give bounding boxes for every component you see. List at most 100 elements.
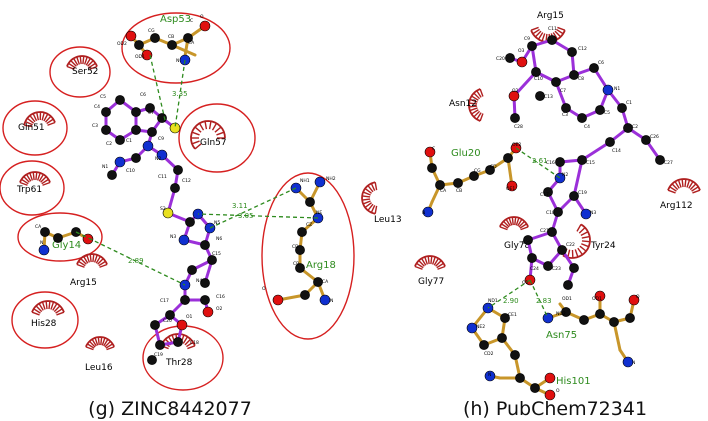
atom: [479, 340, 489, 350]
ligand-bond: [572, 158, 584, 198]
arc-spike: [43, 113, 49, 122]
arc-spike: [41, 112, 45, 121]
residue-label-his101: His101: [556, 376, 591, 387]
arc-spike: [41, 301, 46, 310]
arc-spike: [94, 337, 99, 346]
atom-label: CA: [322, 279, 329, 285]
residue-circle-gln57: [178, 103, 256, 173]
contact-arc-ser52: [66, 55, 98, 70]
atom-label: C5: [100, 94, 106, 100]
ligand-atom-c27: [655, 155, 665, 165]
arc-spike: [101, 337, 106, 346]
atom-label: CD: [292, 244, 299, 250]
atom-label: C5: [604, 110, 610, 116]
arc-spike: [29, 172, 34, 181]
distance-label: 2.83: [536, 297, 552, 305]
atom: [579, 315, 589, 325]
arc-spike: [541, 33, 546, 42]
arc-spike: [29, 115, 36, 123]
arc-spike: [79, 56, 82, 65]
atom-label: C2: [632, 124, 638, 130]
hydrogen-bond: [487, 279, 531, 309]
ligand-atom-c8: [569, 70, 579, 80]
ligand-atom-o3: [516, 56, 528, 68]
ligand-atom-c17: [543, 187, 553, 197]
ligand-atom-c2: [101, 107, 111, 117]
arc-spike: [532, 28, 540, 35]
atom-label: C15: [586, 160, 595, 166]
atom-label: CD2: [484, 351, 494, 357]
atom-label: CG: [148, 28, 155, 34]
arc-spike: [530, 26, 539, 31]
distance-label: 3.11: [232, 202, 248, 210]
atom-label: N6: [216, 236, 222, 242]
atom: [305, 197, 315, 207]
atom-label: C7: [148, 110, 154, 116]
arc-spike: [370, 183, 376, 192]
residue-circle-ser52: [49, 46, 111, 98]
ligand-atom-c15: [577, 155, 587, 165]
arc-spike: [89, 254, 92, 263]
arc-spike: [211, 122, 218, 131]
ligand-atom-c20: [165, 310, 175, 320]
residue-circle-trp61: [0, 160, 65, 216]
arc-spike: [367, 185, 374, 193]
ligand-atom-c4: [115, 135, 125, 145]
atom-label: C11: [548, 26, 557, 32]
ligand-atom-c28: [510, 113, 520, 123]
arc-spike: [21, 178, 29, 185]
atom-label: O2: [216, 306, 223, 312]
arc-spike: [95, 256, 102, 264]
arc-spike: [97, 258, 104, 265]
residue-label-gly78: Gly78: [504, 241, 531, 251]
ligand-atom-n1: [142, 140, 154, 152]
arc-spike: [671, 183, 679, 191]
residue-label-gly14: Gly14: [52, 240, 81, 251]
ligand-atom-c30: [563, 280, 573, 290]
arc-spike: [76, 56, 81, 65]
atom: [594, 290, 606, 302]
arc-spike: [505, 218, 511, 227]
ligand-atom-c22: [155, 340, 165, 350]
arc-spike: [691, 186, 699, 192]
ligand-atom-c5: [595, 105, 605, 115]
ligand-atom-n3: [156, 149, 168, 161]
arc-spike: [515, 217, 520, 226]
atom-label: NH1: [300, 178, 310, 184]
contact-arc-trp61: [19, 171, 51, 186]
atom-label: OD1: [592, 296, 602, 302]
arc-spike: [518, 220, 526, 228]
atom-label: C19: [154, 352, 163, 358]
ligand-atom-c19: [569, 191, 579, 201]
atom-label: O: [200, 14, 204, 20]
arc-spike: [82, 56, 85, 65]
arc-spike: [502, 220, 510, 228]
arc-spike: [501, 223, 509, 229]
atom: [625, 313, 635, 323]
arc-spike: [416, 262, 424, 269]
residue-label-asn12: Asn12: [449, 99, 477, 109]
atom-label: O: [262, 286, 266, 292]
contact-arc-his28: [31, 300, 65, 316]
arc-spike: [103, 338, 109, 347]
atom-label: NE: [316, 210, 322, 216]
atom-label: C10: [534, 76, 543, 82]
hydrogen-bond: [529, 279, 549, 319]
atom-label: NE2: [476, 324, 485, 330]
ligand-atom-c1: [115, 95, 125, 105]
ligand-atom-c25: [200, 278, 210, 288]
arc-spike: [80, 258, 87, 265]
ligand-atom-o1: [202, 306, 214, 318]
atom: [503, 153, 513, 163]
atom-label: C3: [92, 123, 98, 129]
arc-spike: [35, 305, 43, 313]
arc-spike: [469, 105, 478, 108]
atom: [561, 307, 571, 317]
atom: [272, 294, 284, 306]
arc-spike: [557, 26, 566, 31]
arc-spike: [88, 340, 96, 348]
arc-spike: [681, 179, 684, 188]
atom-label: C20: [163, 318, 172, 324]
contact-arc-gln51: [23, 111, 56, 128]
residue-circle-arg18: [261, 172, 355, 340]
